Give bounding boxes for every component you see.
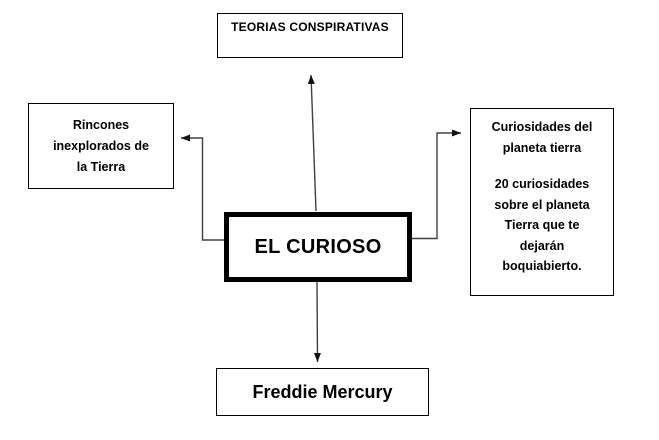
node-freddie-mercury: Freddie Mercury bbox=[216, 368, 429, 416]
node-curiosidades-body: 20 curiosidades sobre el planeta Tierra … bbox=[494, 177, 590, 273]
node-teorias-label: TEORIAS CONSPIRATIVAS bbox=[231, 20, 389, 34]
arrow-center-to-top bbox=[307, 74, 317, 212]
node-el-curioso: EL CURIOSO bbox=[224, 212, 412, 282]
node-rincones-inexplorados: Rincones inexplorados de la Tierra bbox=[28, 103, 174, 189]
node-freddie-label: Freddie Mercury bbox=[252, 381, 393, 402]
node-curiosidades-title: Curiosidades del planeta tierra bbox=[491, 120, 593, 155]
node-curiosidades-planeta: Curiosidades del planeta tierra 20 curio… bbox=[470, 108, 614, 296]
arrow-center-to-right bbox=[412, 129, 461, 240]
arrow-center-to-left bbox=[181, 134, 224, 241]
arrow-center-to-bottom bbox=[313, 281, 321, 363]
node-el-curioso-label: EL CURIOSO bbox=[254, 235, 382, 258]
node-rincones-label: Rincones inexplorados de la Tierra bbox=[53, 117, 149, 174]
node-teorias-conspirativas: TEORIAS CONSPIRATIVAS bbox=[217, 13, 403, 58]
